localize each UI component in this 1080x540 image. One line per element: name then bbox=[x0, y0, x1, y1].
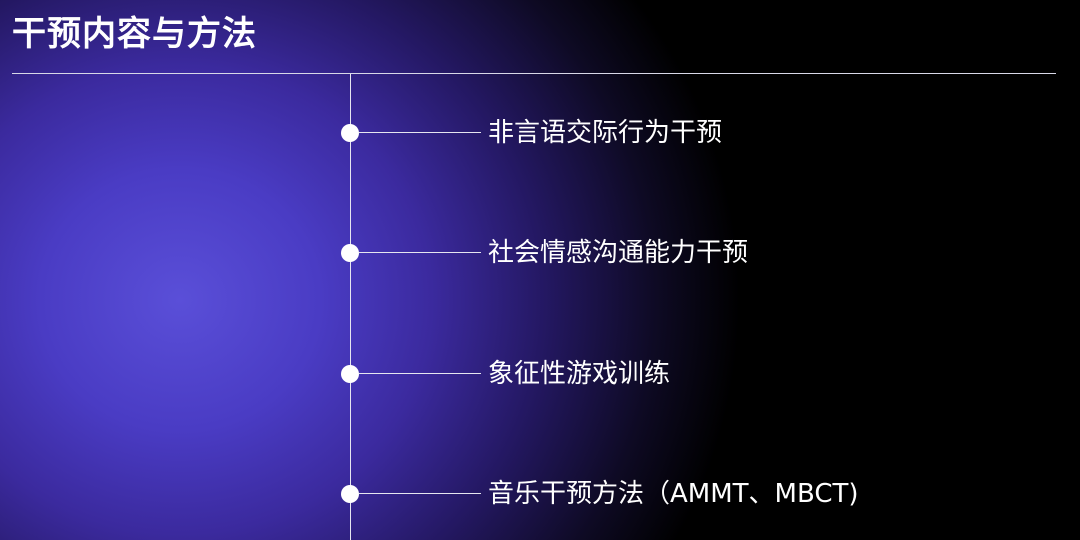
timeline-item-nonverbal: 非言语交际行为干预 bbox=[341, 113, 1041, 153]
timeline-item-label: 象征性游戏训练 bbox=[488, 359, 671, 389]
connector-line bbox=[359, 493, 481, 494]
connector-line bbox=[359, 252, 481, 253]
timeline-item-symbolic-play: 象征性游戏训练 bbox=[341, 354, 1041, 394]
timeline-item-music: 音乐干预方法（AMMT、MBCT) bbox=[341, 474, 1041, 514]
bullet-dot-icon bbox=[341, 365, 359, 383]
connector-line bbox=[359, 373, 481, 374]
timeline-item-label: 音乐干预方法（AMMT、MBCT) bbox=[488, 479, 859, 509]
slide-title: 干预内容与方法 bbox=[12, 14, 257, 54]
timeline-item-label: 社会情感沟通能力干预 bbox=[488, 238, 749, 268]
bullet-dot-icon bbox=[341, 124, 359, 142]
connector-line bbox=[359, 132, 481, 133]
timeline-item-label: 非言语交际行为干预 bbox=[488, 118, 723, 148]
title-divider bbox=[12, 73, 1056, 74]
timeline-axis bbox=[350, 74, 351, 540]
timeline-item-social-emotional: 社会情感沟通能力干预 bbox=[341, 233, 1041, 273]
bullet-dot-icon bbox=[341, 244, 359, 262]
bullet-dot-icon bbox=[341, 485, 359, 503]
